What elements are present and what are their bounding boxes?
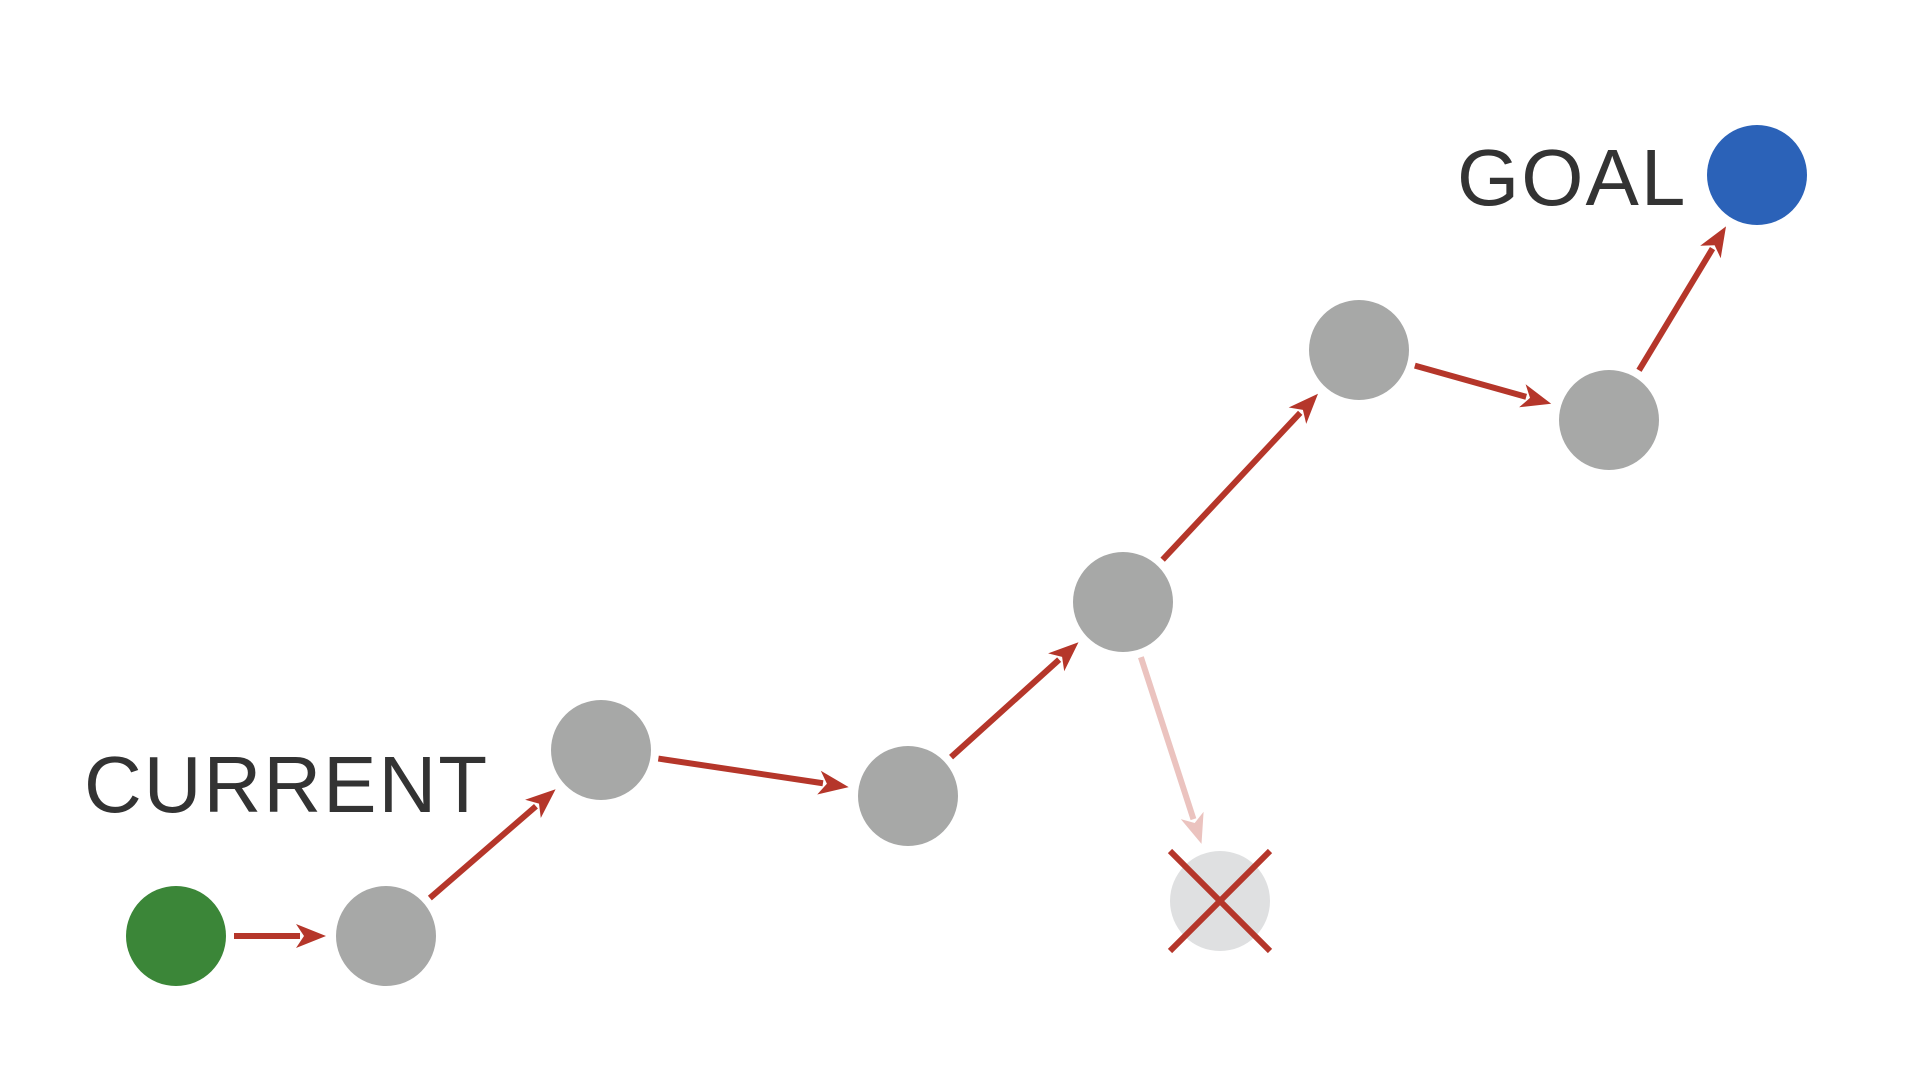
arrowhead bbox=[817, 770, 849, 795]
edge-step-4-to-step-5 bbox=[1160, 393, 1318, 562]
node-step-1 bbox=[336, 886, 436, 986]
edge-line bbox=[1636, 247, 1716, 372]
node-step-5 bbox=[1309, 300, 1409, 400]
node-step-3 bbox=[858, 746, 958, 846]
edge-current-to-step-1 bbox=[234, 924, 326, 948]
edge-step-1-to-step-2 bbox=[427, 789, 556, 901]
edges-layer bbox=[234, 226, 1726, 948]
nodes-layer bbox=[126, 125, 1807, 986]
edge-step-5-to-step-6 bbox=[1414, 362, 1552, 408]
labels-layer: CURRENT GOAL bbox=[84, 133, 1687, 829]
edge-step-6-to-goal bbox=[1636, 226, 1726, 372]
node-step-4 bbox=[1073, 552, 1173, 652]
edge-line bbox=[657, 755, 824, 787]
node-step-2 bbox=[551, 700, 651, 800]
cross-stroke bbox=[1167, 848, 1273, 954]
edge-step-2-to-step-3 bbox=[657, 755, 849, 795]
arrowhead bbox=[1180, 811, 1204, 844]
current-label: CURRENT bbox=[84, 740, 489, 829]
edge-line bbox=[1138, 656, 1197, 821]
edge-step-3-to-step-4 bbox=[949, 642, 1079, 760]
edge-line bbox=[949, 657, 1062, 760]
cross-mark-icon bbox=[1167, 848, 1273, 954]
edge-line bbox=[427, 803, 538, 901]
goal-label: GOAL bbox=[1457, 133, 1687, 222]
marks-layer bbox=[1167, 848, 1273, 954]
arrowhead bbox=[1700, 226, 1726, 259]
arrowhead bbox=[1048, 642, 1079, 672]
edge-line bbox=[1160, 410, 1303, 562]
node-goal bbox=[1707, 125, 1807, 225]
arrowhead bbox=[1519, 384, 1552, 408]
edge-step-4-to-dead-end bbox=[1138, 656, 1204, 844]
arrowhead bbox=[296, 924, 326, 948]
edge-line bbox=[1414, 362, 1527, 400]
node-step-6 bbox=[1559, 370, 1659, 470]
node-current bbox=[126, 886, 226, 986]
arrowhead bbox=[525, 789, 556, 818]
arrowhead bbox=[1288, 393, 1318, 424]
